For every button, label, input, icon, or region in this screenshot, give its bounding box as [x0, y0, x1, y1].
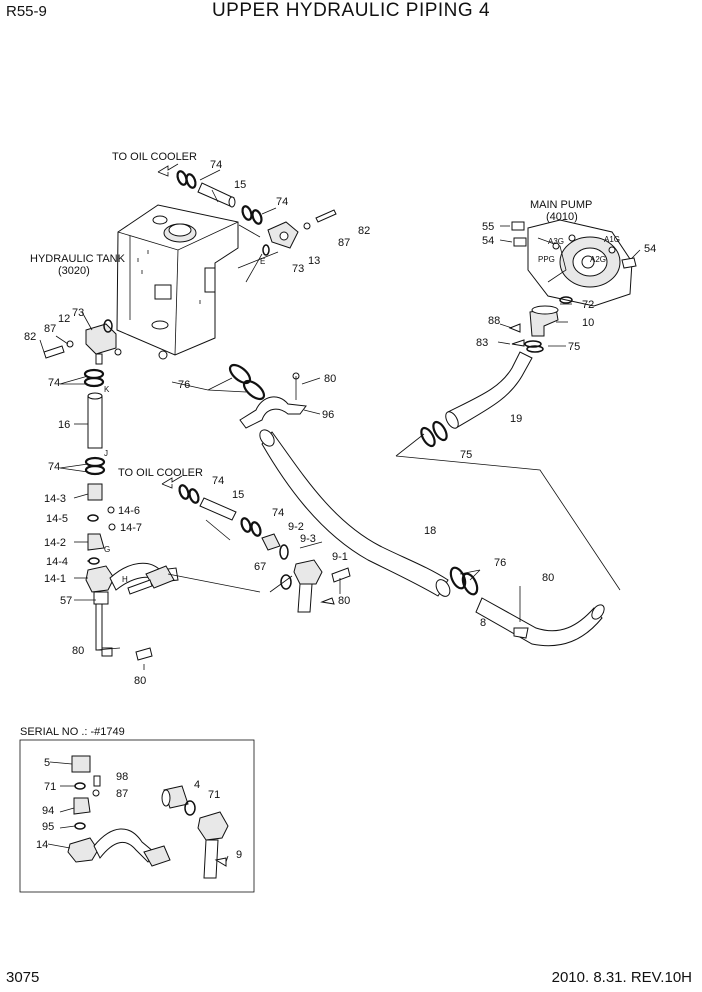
- inset-part-9: 9: [236, 849, 242, 861]
- serial-box-title: SERIAL NO .: -#1749: [20, 726, 125, 738]
- main-pump: [508, 219, 637, 353]
- serial-inset: [19, 739, 255, 893]
- callout-main-pump: MAIN PUMP: [530, 199, 592, 211]
- second-cooler-group: [161, 475, 351, 613]
- port-a1g: A1G: [604, 235, 620, 244]
- part-74: 74: [272, 507, 284, 519]
- hydraulic-tank: [116, 204, 239, 360]
- part-14-7: 14-7: [120, 522, 142, 534]
- part-76: 76: [494, 557, 506, 569]
- callout-hydraulic-tank-no: (3020): [58, 265, 90, 277]
- suction-hose-18: [259, 429, 605, 647]
- part-19: 19: [510, 413, 522, 425]
- suction-pipe-19: [420, 351, 533, 448]
- part-10: 10: [582, 317, 594, 329]
- part-96: 96: [322, 409, 334, 421]
- port-g: G: [104, 545, 110, 554]
- leader-lines: [39, 169, 641, 670]
- part-74: 74: [48, 377, 60, 389]
- part-9-3: 9-3: [300, 533, 316, 545]
- part-14-4: 14-4: [46, 556, 68, 568]
- clamp-96: [228, 363, 307, 429]
- part-57: 57: [60, 595, 72, 607]
- part-14-5: 14-5: [46, 513, 68, 525]
- part-8: 8: [480, 617, 486, 629]
- part-54: 54: [482, 235, 494, 247]
- part-88: 88: [488, 315, 500, 327]
- part-15: 15: [232, 489, 244, 501]
- part-74: 74: [276, 196, 288, 208]
- part-16: 16: [58, 419, 70, 431]
- part-18: 18: [424, 525, 436, 537]
- part-82: 82: [24, 331, 36, 343]
- revision-date: 2010. 8.31. REV.10H: [551, 969, 692, 986]
- part-14-6: 14-6: [118, 505, 140, 517]
- part-74: 74: [210, 159, 222, 171]
- inset-part-87: 87: [116, 788, 128, 800]
- part-55: 55: [482, 221, 494, 233]
- inset-part-5: 5: [44, 757, 50, 769]
- part-80: 80: [134, 675, 146, 687]
- part-80: 80: [324, 373, 336, 385]
- part-12: 12: [58, 313, 70, 325]
- part-75: 75: [460, 449, 472, 461]
- inset-part-94: 94: [42, 805, 54, 817]
- top-pipe-group: [157, 163, 337, 283]
- part-73: 73: [292, 263, 304, 275]
- part-82: 82: [358, 225, 370, 237]
- port-a2g: A2G: [590, 255, 606, 264]
- port-k: K: [104, 385, 110, 394]
- part-54: 54: [644, 243, 656, 255]
- part-74: 74: [212, 475, 224, 487]
- part-15: 15: [234, 179, 246, 191]
- inset-part-14: 14: [36, 839, 48, 851]
- callout-to-oil-cooler-1: TO OIL COOLER: [112, 151, 197, 163]
- port-e: E: [260, 257, 265, 266]
- inset-part-71: 71: [208, 789, 220, 801]
- inset-part-4: 4: [194, 779, 200, 791]
- callout-to-oil-cooler-2: TO OIL COOLER: [118, 467, 203, 479]
- inset-part-98: 98: [116, 771, 128, 783]
- callout-main-pump-no: (4010): [546, 211, 578, 223]
- port-j: J: [104, 449, 108, 458]
- port-h: H: [122, 575, 128, 584]
- part-13: 13: [308, 255, 320, 267]
- part-83: 83: [476, 337, 488, 349]
- port-ppg: PPG: [538, 255, 555, 264]
- page-title: UPPER HYDRAULIC PIPING 4: [211, 0, 491, 21]
- part-9-2: 9-2: [288, 521, 304, 533]
- part-76: 76: [178, 379, 190, 391]
- part-73: 73: [72, 307, 84, 319]
- model-code: R55-9: [6, 3, 47, 20]
- part-14-1: 14-1: [44, 573, 66, 585]
- part-14-2: 14-2: [44, 537, 66, 549]
- inset-part-95: 95: [42, 821, 54, 833]
- part-80: 80: [72, 645, 84, 657]
- part-14-3: 14-3: [44, 493, 66, 505]
- part-9-1: 9-1: [332, 551, 348, 563]
- part-87: 87: [338, 237, 350, 249]
- port-a3g: A3G: [548, 237, 564, 246]
- part-67: 67: [254, 561, 266, 573]
- part-87: 87: [44, 323, 56, 335]
- part-74: 74: [48, 461, 60, 473]
- part-80: 80: [338, 595, 350, 607]
- inset-part-71: 71: [44, 781, 56, 793]
- left-vertical-assembly: [43, 319, 179, 661]
- part-75: 75: [568, 341, 580, 353]
- part-72: 72: [582, 299, 594, 311]
- page-number: 3075: [6, 969, 40, 986]
- callout-hydraulic-tank: HYDRAULIC TANK: [30, 253, 126, 265]
- part-80: 80: [542, 572, 554, 584]
